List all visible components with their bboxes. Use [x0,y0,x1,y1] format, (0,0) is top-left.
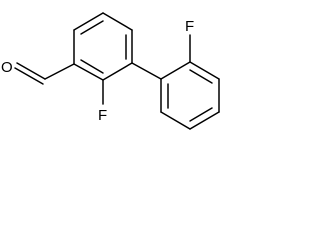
bond-ring-b-1 [160,61,191,80]
bond-ring-a-5 [102,62,133,81]
bond-ring-a-6 [73,63,104,81]
bond-ring-b-2 [189,61,220,80]
oxygen-atom-label: O [1,59,13,76]
structure-canvas: O F F [0,0,253,147]
bond-ring-b-4 [189,111,220,130]
bond-ring-b-double-2 [189,107,213,122]
bond-ring-a-3 [102,12,133,31]
bond-ring-b-double-1 [189,69,213,84]
bond-aldehyde-ch [44,63,75,80]
molecule-diagram: O F F [1,12,220,130]
fluorine-ring-a-label: F [98,107,107,124]
bond-biaryl [131,62,162,80]
fluorine-ring-b-label: F [185,18,194,35]
bond-aldehyde-co-outer [16,62,46,80]
bond-aldehyde-co-inner [14,67,44,85]
bond-ring-a-2 [73,12,104,31]
bond-ring-a-double-1 [80,20,104,35]
bond-ring-b-5 [160,111,191,130]
bond-ring-a-double-3 [80,59,104,74]
